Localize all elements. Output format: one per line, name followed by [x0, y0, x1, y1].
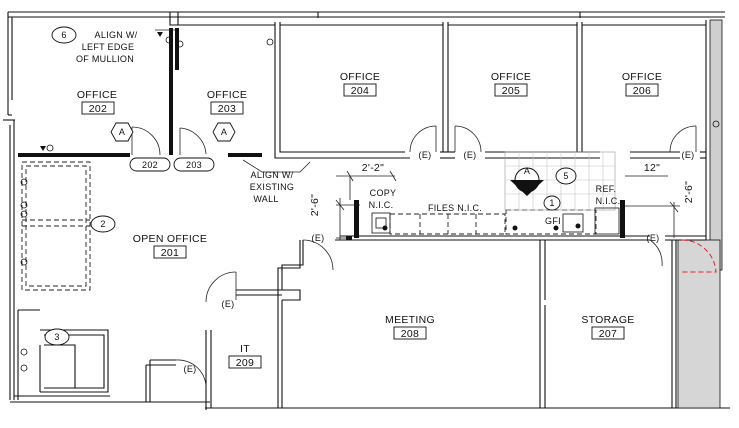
svg-text:203: 203 [186, 160, 202, 170]
room-name: MEETING [385, 314, 435, 326]
svg-text:2: 2 [100, 219, 105, 229]
room-name: OFFICE [77, 89, 117, 101]
room-tag-209: IT 209 [228, 343, 262, 369]
exterior-walls [3, 11, 730, 409]
svg-text:6: 6 [61, 30, 66, 40]
svg-text:(E): (E) [312, 233, 325, 243]
dimension-2ft-6in-right: 2'-6" [683, 181, 695, 203]
svg-text:WALL: WALL [253, 194, 278, 204]
svg-text:(E): (E) [682, 150, 695, 160]
svg-text:5: 5 [563, 171, 568, 181]
svg-text:N.I.C.: N.I.C. [596, 196, 621, 206]
room-number: 209 [236, 357, 254, 369]
svg-text:(E): (E) [647, 233, 660, 243]
dimension-2ft-6in-left: 2'-6" [309, 194, 321, 216]
svg-text:3: 3 [54, 332, 59, 342]
appliances [371, 207, 620, 235]
svg-text:ALIGN W/: ALIGN W/ [251, 170, 294, 180]
room-name: OFFICE [622, 71, 662, 83]
svg-text:REF.: REF. [596, 184, 617, 194]
room-number: 206 [633, 85, 651, 97]
svg-text:1: 1 [549, 198, 554, 208]
room-name: STORAGE [581, 314, 634, 326]
door-number-tag-202: 202 [129, 157, 171, 172]
room-tag-207: STORAGE 207 [581, 314, 634, 340]
note-gfi: GFI [545, 216, 561, 226]
svg-text:ALIGN W/: ALIGN W/ [95, 30, 138, 40]
note-align-mullion: ALIGN W/ LEFT EDGE OF MULLION [76, 30, 138, 64]
room-name: IT [240, 343, 250, 355]
svg-text:COPY: COPY [370, 188, 397, 198]
svg-text:EXISTING: EXISTING [250, 182, 294, 192]
note-align-wall: ALIGN W/ EXISTING WALL [250, 170, 294, 204]
room-tag-202: OFFICE 202 [77, 89, 117, 115]
door-type-tag-202: A [110, 122, 134, 142]
room-tag-206: OFFICE 206 [622, 71, 662, 97]
room-name: OFFICE [340, 71, 380, 83]
room-tag-201: OPEN OFFICE 201 [133, 233, 207, 259]
note-files: FILES N.I.C. [428, 203, 482, 213]
room-number: 202 [89, 103, 107, 115]
dimension-12in: 12" [644, 162, 660, 174]
svg-text:A: A [221, 127, 227, 137]
room-name: OFFICE [207, 89, 247, 101]
dimension-2ft-2in: 2'-2" [362, 162, 384, 174]
svg-text:(E): (E) [419, 150, 432, 160]
room-tag-203: OFFICE 203 [207, 89, 247, 115]
svg-text:A: A [524, 166, 530, 176]
room-number: 201 [161, 247, 179, 259]
existing-door-tags: (E) (E) (E) (E) (E) (E) (E) [184, 150, 695, 374]
note-leaders [155, 29, 311, 173]
room-name: OPEN OFFICE [133, 233, 207, 245]
elevation-marker: A [510, 166, 544, 196]
svg-text:(E): (E) [464, 150, 477, 160]
interior-walls [14, 22, 706, 410]
keynote-1: 1 [543, 195, 561, 211]
door-number-tag-203: 203 [173, 157, 215, 172]
electrical-symbols [20, 32, 720, 372]
room-number: 207 [599, 328, 617, 340]
note-copy: COPY N.I.C. [369, 188, 397, 210]
jambs [346, 200, 625, 240]
room-name: OFFICE [491, 71, 531, 83]
svg-text:A: A [119, 127, 125, 137]
right-exterior-strip [671, 19, 723, 409]
door-type-tag-203: A [212, 122, 236, 142]
room-tag-205: OFFICE 205 [491, 71, 531, 97]
svg-text:(E): (E) [184, 364, 197, 374]
dimension-lines [335, 170, 680, 240]
note-ref: REF. N.I.C. [596, 184, 621, 206]
keynote-2: 2 [90, 215, 116, 233]
keynote-6: 6 [51, 26, 77, 44]
svg-text:N.I.C.: N.I.C. [369, 200, 394, 210]
room-number: 203 [218, 103, 236, 115]
svg-text:OF MULLION: OF MULLION [76, 54, 134, 64]
keynote-5: 5 [555, 167, 577, 185]
room-tag-208: MEETING 208 [385, 314, 435, 340]
svg-text:LEFT EDGE: LEFT EDGE [82, 42, 135, 52]
room-number: 208 [401, 328, 419, 340]
keynote-3: 3 [44, 328, 70, 346]
room-tag-204: OFFICE 204 [340, 71, 380, 97]
room-number: 204 [351, 85, 369, 97]
svg-text:202: 202 [142, 160, 158, 170]
door-swings [131, 125, 717, 391]
room-number: 205 [502, 85, 520, 97]
svg-text:(E): (E) [222, 299, 235, 309]
